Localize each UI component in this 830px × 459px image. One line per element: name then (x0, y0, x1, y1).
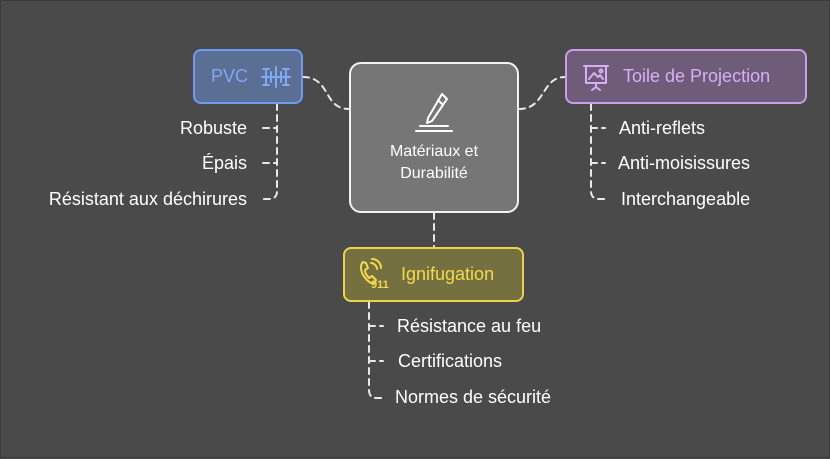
leaf-ign-resistance-feu: Résistance au feu (397, 316, 542, 336)
leaf-pvc-resistant: Résistant aux déchirures (48, 189, 247, 209)
leaf-pvc-epais: Épais (201, 153, 247, 173)
center-node[interactable]: Matériaux et Durabilité (349, 62, 519, 213)
branch-label-toile: Toile de Projection (623, 66, 771, 86)
projector-screen-icon (581, 62, 611, 92)
connector-ign-trunk (368, 301, 386, 399)
emergency-phone-icon: 911 (357, 257, 391, 292)
connector-center-toile (518, 76, 566, 110)
leaf-toile-interchangeable: Interchangeable (621, 189, 751, 209)
center-title: Matériaux et Durabilité (389, 142, 479, 182)
branch-node-pvc[interactable]: PVC (193, 49, 303, 104)
leaf-pvc-robuste: Robuste (179, 118, 247, 138)
pencil-icon (412, 91, 456, 133)
leaf-toile-anti-moisissures: Anti-moisissures (618, 153, 751, 173)
connector-pvc-trunk (260, 103, 278, 200)
leaf-ign-certifications: Certifications (398, 351, 503, 371)
connector-toile-trunk (590, 103, 608, 200)
branch-label-pvc: PVC (211, 66, 249, 86)
branch-label-ign: Ignifugation (401, 264, 495, 284)
branch-node-toile[interactable]: Toile de Projection (565, 49, 807, 104)
emergency-number-text: 911 (371, 278, 389, 291)
leaf-ign-normes: Normes de sécurité (395, 387, 552, 407)
pipe-fittings-icon (260, 64, 292, 90)
branch-node-ign[interactable]: 911 Ignifugation (343, 247, 524, 302)
connector-center-pvc (302, 76, 350, 110)
leaf-toile-anti-reflets: Anti-reflets (619, 118, 706, 138)
